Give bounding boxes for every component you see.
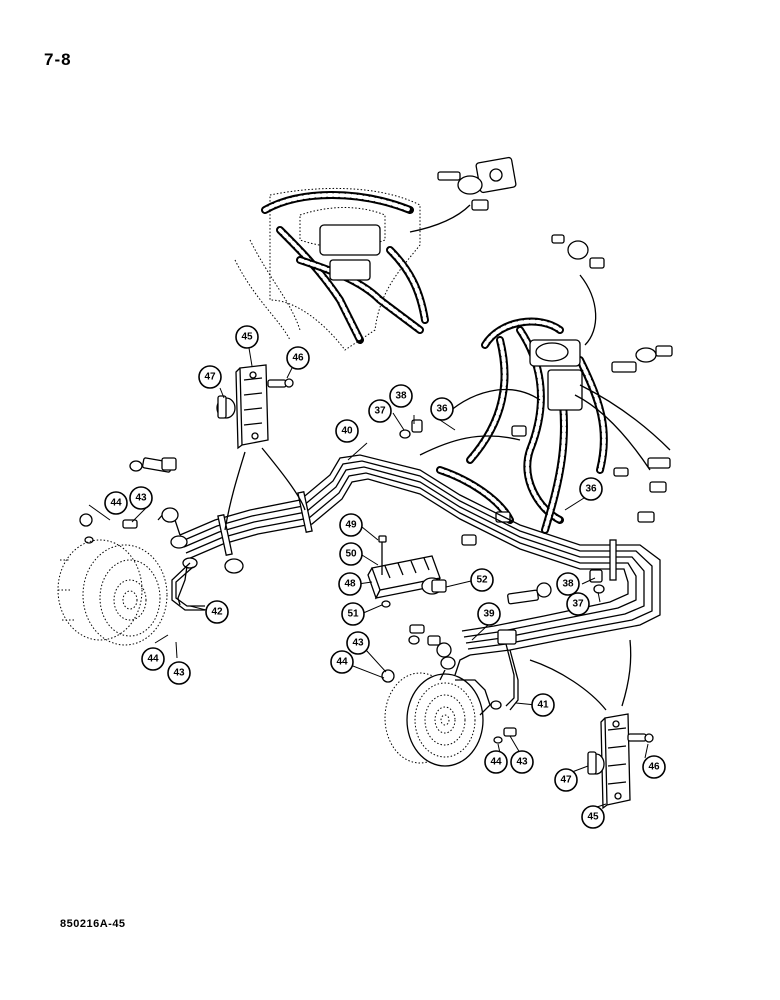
callout-38a: 38 <box>389 384 413 408</box>
callout-41-label: 41 <box>537 700 549 711</box>
clamp-block-lower <box>529 639 654 810</box>
callout-49-label: 49 <box>345 520 357 531</box>
callout-37b: 37 <box>566 592 590 616</box>
callout-47a-label: 47 <box>204 372 216 383</box>
callout-45a: 45 <box>235 325 259 349</box>
callout-38b-label: 38 <box>562 579 574 590</box>
callout-38b: 38 <box>556 572 580 596</box>
callout-46a: 46 <box>286 346 310 370</box>
left-wheel-motor <box>57 539 168 646</box>
callout-44b: 44 <box>141 647 165 671</box>
clamp-block-upper <box>216 364 306 531</box>
callout-43b: 43 <box>167 661 191 685</box>
callout-39: 39 <box>477 602 501 626</box>
callout-44b-label: 44 <box>147 654 159 665</box>
right-wheel-motor <box>384 669 491 767</box>
callout-42-label: 42 <box>211 607 223 618</box>
callout-50: 50 <box>339 542 363 566</box>
callout-43a: 43 <box>129 486 153 510</box>
callout-51-label: 51 <box>347 609 359 620</box>
callout-37b-label: 37 <box>572 599 584 610</box>
callout-43b-label: 43 <box>173 668 185 679</box>
callout-45b: 45 <box>581 805 605 829</box>
callout-45a-label: 45 <box>241 332 253 343</box>
callout-47b-label: 47 <box>560 775 572 786</box>
callout-40: 40 <box>335 419 359 443</box>
callout-41: 41 <box>531 693 555 717</box>
callout-40-label: 40 <box>341 426 353 437</box>
callout-43d-label: 43 <box>516 757 528 768</box>
callout-37a: 37 <box>368 399 392 423</box>
callout-43c-label: 43 <box>352 638 364 649</box>
callout-44c: 44 <box>330 650 354 674</box>
page-number: 7-8 <box>44 50 72 69</box>
callout-36a: 36 <box>430 397 454 421</box>
control-valve-assembly <box>419 317 673 546</box>
callout-39-label: 39 <box>483 609 495 620</box>
callout-46a-label: 46 <box>292 353 304 364</box>
callout-44a: 44 <box>104 491 128 515</box>
callout-42: 42 <box>205 600 229 624</box>
callout-52-label: 52 <box>476 575 488 586</box>
callout-38a-label: 38 <box>395 391 407 402</box>
callout-37a-label: 37 <box>374 406 386 417</box>
callout-46b: 46 <box>642 755 666 779</box>
callout-36b: 36 <box>579 477 603 501</box>
callout-47a: 47 <box>198 365 222 389</box>
callout-46b-label: 46 <box>648 762 660 773</box>
callout-36b-label: 36 <box>585 484 597 495</box>
machine-frame-dotted <box>234 187 429 351</box>
callout-52: 52 <box>470 568 494 592</box>
callout-48: 48 <box>338 572 362 596</box>
top-flange-fittings <box>409 156 605 346</box>
callout-43a-label: 43 <box>135 493 147 504</box>
callout-51: 51 <box>341 602 365 626</box>
callout-47b: 47 <box>554 768 578 792</box>
figure-code: 850216A-45 <box>60 918 126 930</box>
callout-43d: 43 <box>510 750 534 774</box>
clamp-block-centre <box>367 535 447 608</box>
callout-44d-label: 44 <box>490 757 502 768</box>
callout-45b-label: 45 <box>587 812 599 823</box>
callout-44d: 44 <box>484 750 508 774</box>
callout-50-label: 50 <box>345 549 357 560</box>
steel-tube-bundle <box>79 419 661 744</box>
callout-43c: 43 <box>346 631 370 655</box>
callout-44c-label: 44 <box>336 657 348 668</box>
callout-44a-label: 44 <box>110 498 122 509</box>
callout-49: 49 <box>339 513 363 537</box>
callout-36a-label: 36 <box>436 404 448 415</box>
callout-48-label: 48 <box>344 579 356 590</box>
leader-lines <box>88 347 649 809</box>
